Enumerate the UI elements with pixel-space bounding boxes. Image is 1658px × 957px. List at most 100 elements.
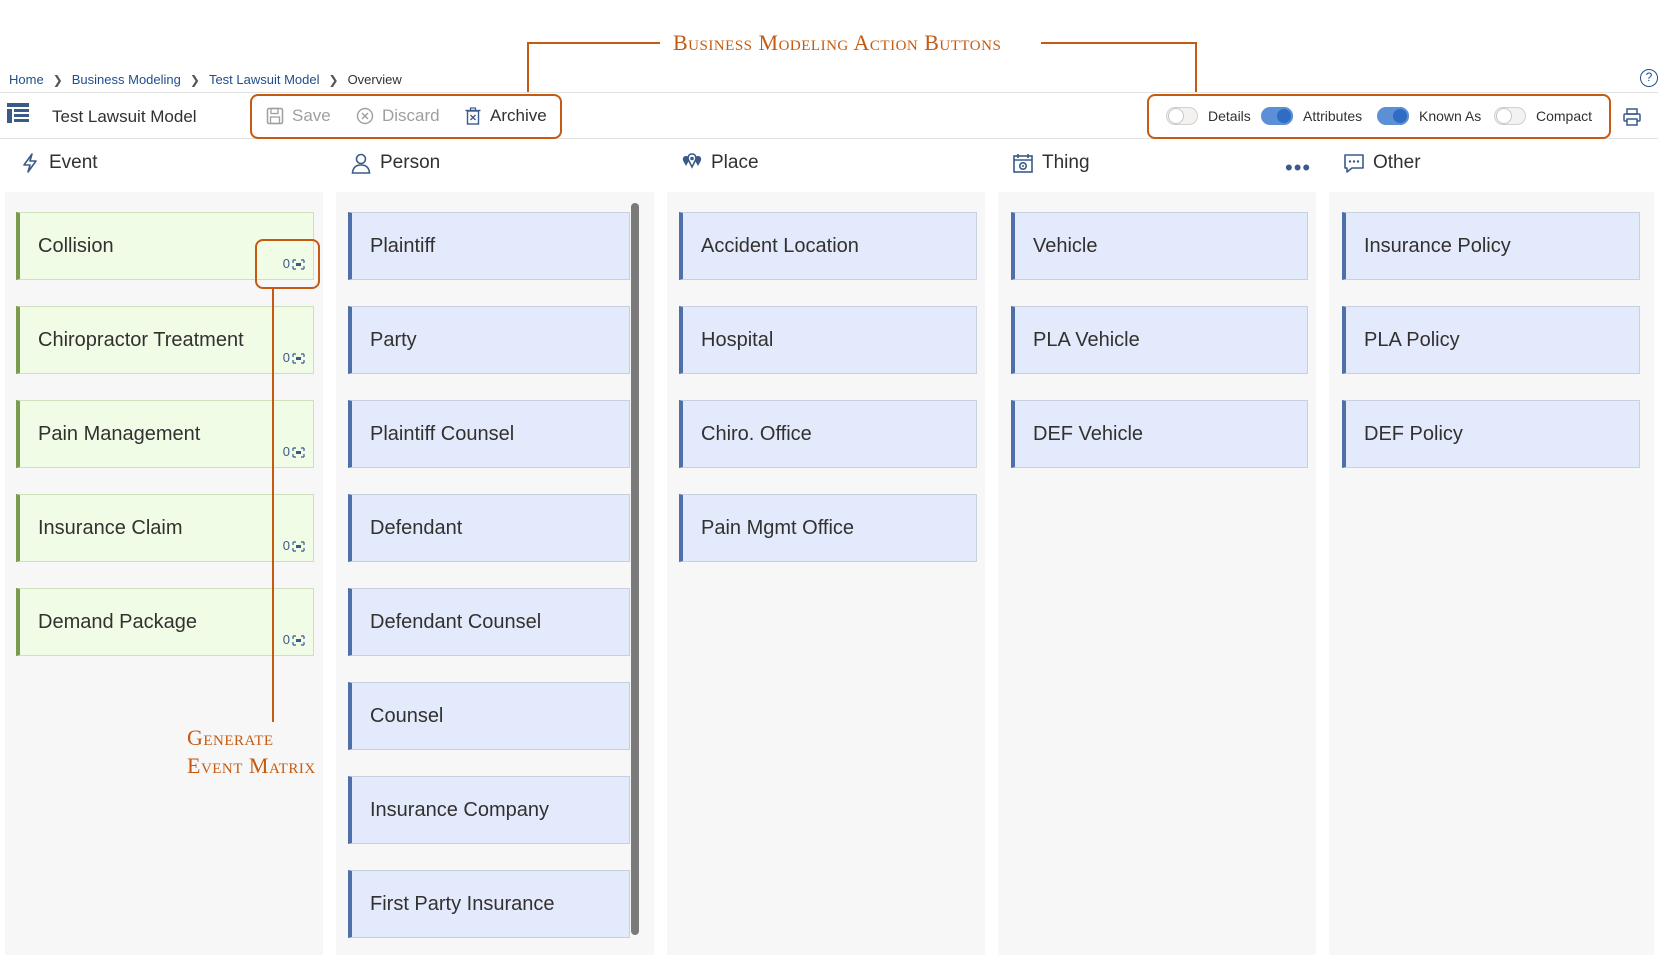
event-card-insurance-claim[interactable]: Insurance Claim 0 xyxy=(16,494,314,562)
callout-action-buttons-title: Business Modeling Action Buttons xyxy=(673,30,1002,55)
callout-event-matrix-title-line1: Generate xyxy=(187,725,274,750)
generate-matrix-button[interactable]: 0 xyxy=(283,256,305,271)
toggle-attributes[interactable]: Attributes xyxy=(1261,107,1362,125)
toggle-known-as[interactable]: Known As xyxy=(1377,107,1481,125)
matrix-icon xyxy=(292,634,305,646)
person-icon xyxy=(350,152,372,174)
card-label: DEF Policy xyxy=(1364,422,1463,445)
card-label: Accident Location xyxy=(701,234,859,257)
place-card-chiro-office[interactable]: Chiro. Office xyxy=(679,400,977,468)
column-header-place: Place xyxy=(681,152,759,174)
column-title: Other xyxy=(1373,152,1421,173)
callout-line-right-horizontal xyxy=(1041,42,1196,44)
breadcrumb-chevron-icon: ❯ xyxy=(52,72,63,87)
breadcrumb-home[interactable]: Home xyxy=(9,72,44,87)
card-label: Party xyxy=(370,328,417,351)
generate-matrix-button[interactable]: 0 xyxy=(283,350,305,365)
archive-button[interactable]: Archive xyxy=(464,106,547,126)
map-pin-icon xyxy=(681,152,703,174)
column-header-event: Event xyxy=(19,152,98,174)
matrix-icon xyxy=(292,446,305,458)
callout-line-right-vertical xyxy=(1195,42,1197,94)
person-card-defendant[interactable]: Defendant xyxy=(348,494,630,562)
column-title: Person xyxy=(380,152,441,173)
breadcrumb-test-lawsuit-model[interactable]: Test Lawsuit Model xyxy=(208,72,320,87)
save-icon xyxy=(266,107,284,125)
generate-matrix-button[interactable]: 0 xyxy=(283,538,305,553)
toggle-compact[interactable]: Compact xyxy=(1494,107,1592,125)
toggle-switch[interactable] xyxy=(1166,107,1198,125)
event-card-chiropractor-treatment[interactable]: Chiropractor Treatment 0 xyxy=(16,306,314,374)
card-label: Defendant Counsel xyxy=(370,610,542,633)
help-icon[interactable]: ? xyxy=(1640,69,1658,87)
toggle-label: Attributes xyxy=(1303,108,1363,124)
place-card-accident-location[interactable]: Accident Location xyxy=(679,212,977,280)
callout-line-left-horizontal xyxy=(527,42,660,44)
card-label: First Party Insurance xyxy=(370,892,555,915)
place-card-pain-mgmt-office[interactable]: Pain Mgmt Office xyxy=(679,494,977,562)
matrix-count: 0 xyxy=(282,538,290,553)
thing-card-vehicle[interactable]: Vehicle xyxy=(1011,212,1308,280)
other-card-insurance-policy[interactable]: Insurance Policy xyxy=(1342,212,1640,280)
save-label: Save xyxy=(292,106,331,125)
toggle-switch[interactable] xyxy=(1261,107,1293,125)
person-card-counsel[interactable]: Counsel xyxy=(348,682,630,750)
column-title: Thing xyxy=(1042,152,1090,173)
person-card-plaintiff-counsel[interactable]: Plaintiff Counsel xyxy=(348,400,630,468)
event-card-pain-management[interactable]: Pain Management 0 xyxy=(16,400,314,468)
column-header-person: Person xyxy=(350,152,440,174)
toggle-label: Compact xyxy=(1536,108,1593,124)
thing-card-def-vehicle[interactable]: DEF Vehicle xyxy=(1011,400,1308,468)
person-card-party[interactable]: Party xyxy=(348,306,630,374)
card-label: Insurance Company xyxy=(370,798,549,821)
matrix-icon xyxy=(292,352,305,364)
thing-card-pla-vehicle[interactable]: PLA Vehicle xyxy=(1011,306,1308,374)
card-label: Insurance Policy xyxy=(1364,234,1511,257)
event-card-collision[interactable]: Collision 0 xyxy=(16,212,314,280)
callout-line-left-vertical xyxy=(527,42,529,94)
toggle-switch[interactable] xyxy=(1494,107,1526,125)
table-layout-icon[interactable] xyxy=(7,103,29,123)
chat-icon xyxy=(1343,152,1365,174)
person-card-insurance-company[interactable]: Insurance Company xyxy=(348,776,630,844)
more-options-icon[interactable]: ••• xyxy=(1285,155,1312,180)
archive-label: Archive xyxy=(490,106,547,125)
toggle-details[interactable]: Details xyxy=(1166,107,1251,125)
person-card-plaintiff[interactable]: Plaintiff xyxy=(348,212,630,280)
discard-label: Discard xyxy=(382,106,440,125)
card-label: Insurance Claim xyxy=(38,516,183,539)
other-card-def-policy[interactable]: DEF Policy xyxy=(1342,400,1640,468)
generate-matrix-button[interactable]: 0 xyxy=(283,632,305,647)
matrix-count: 0 xyxy=(282,350,290,365)
person-card-defendant-counsel[interactable]: Defendant Counsel xyxy=(348,588,630,656)
discard-button[interactable]: Discard xyxy=(356,106,440,126)
toggle-switch[interactable] xyxy=(1377,107,1409,125)
other-card-pla-policy[interactable]: PLA Policy xyxy=(1342,306,1640,374)
card-label: DEF Vehicle xyxy=(1033,422,1144,445)
save-button[interactable]: Save xyxy=(266,106,331,126)
toggle-label: Details xyxy=(1208,108,1251,124)
card-label: Pain Management xyxy=(38,422,201,445)
breadcrumb-chevron-icon: ❯ xyxy=(328,72,339,87)
person-card-first-party-insurance[interactable]: First Party Insurance xyxy=(348,870,630,938)
place-card-hospital[interactable]: Hospital xyxy=(679,306,977,374)
event-card-demand-package[interactable]: Demand Package 0 xyxy=(16,588,314,656)
person-column-scrollbar[interactable] xyxy=(631,203,639,935)
breadcrumb-business-modeling[interactable]: Business Modeling xyxy=(71,72,181,87)
lightning-icon xyxy=(19,152,41,174)
toggle-label: Known As xyxy=(1419,108,1482,124)
card-label: Demand Package xyxy=(38,610,197,633)
callout-event-matrix-title-line2: Event Matrix xyxy=(187,753,316,778)
callout-line-event-matrix xyxy=(272,289,274,722)
column-title: Place xyxy=(711,152,759,173)
matrix-icon xyxy=(292,258,305,270)
print-icon[interactable] xyxy=(1622,107,1642,127)
breadcrumb: Home ❯ Business Modeling ❯ Test Lawsuit … xyxy=(9,72,402,87)
card-label: Counsel xyxy=(370,704,444,727)
archive-icon xyxy=(464,107,482,125)
matrix-count: 0 xyxy=(282,444,290,459)
column-header-thing: Thing xyxy=(1012,152,1090,174)
card-label: Chiro. Office xyxy=(701,422,812,445)
generate-matrix-button[interactable]: 0 xyxy=(283,444,305,459)
breadcrumb-current: Overview xyxy=(347,72,402,87)
